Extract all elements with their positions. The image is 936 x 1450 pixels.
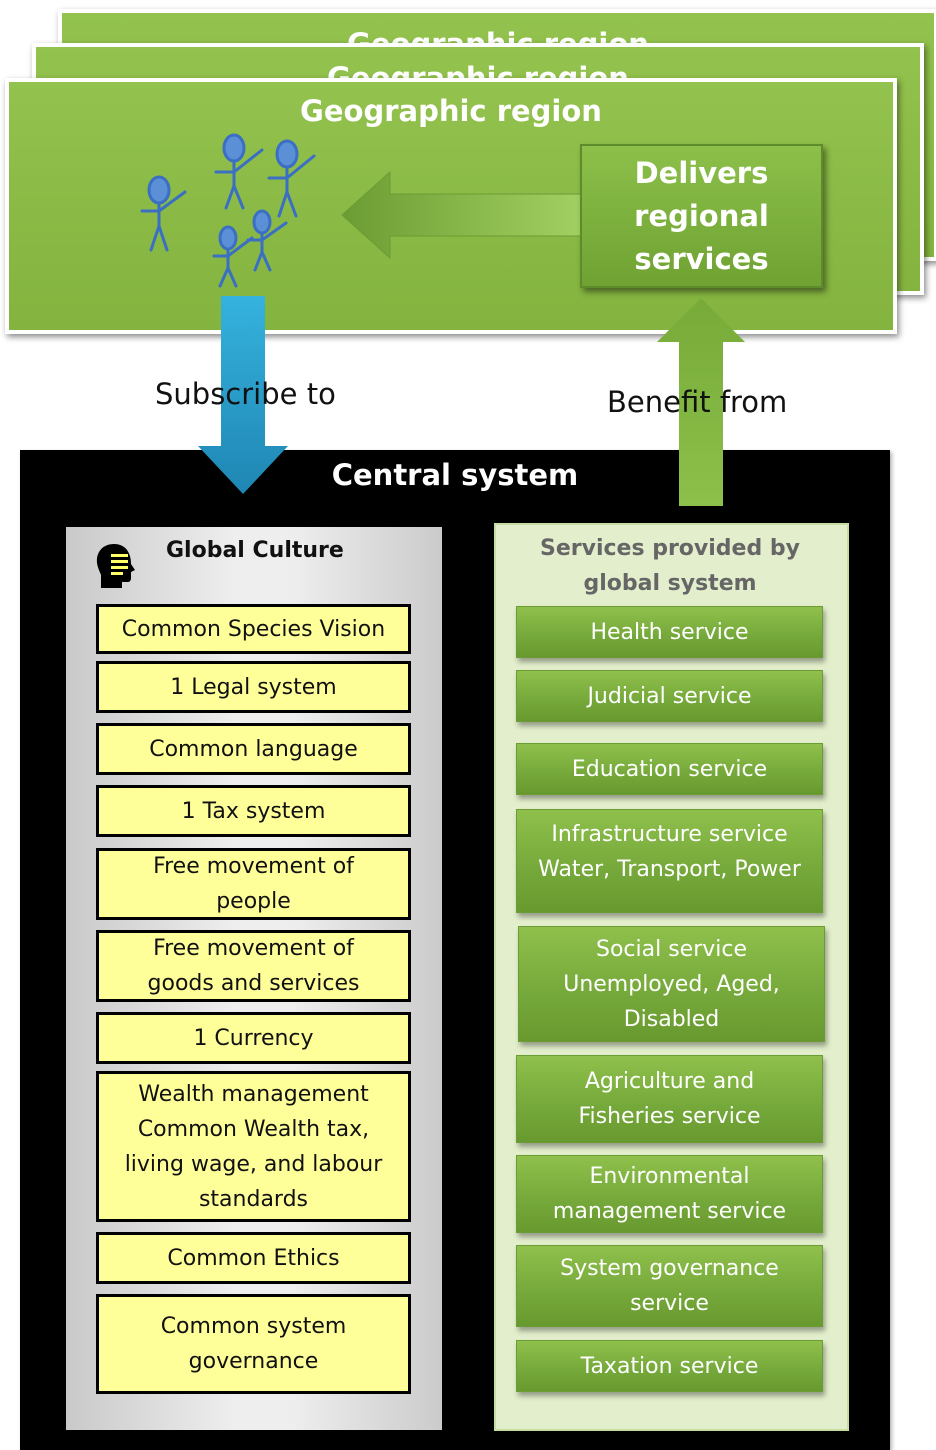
benefit-arrow-icon: [657, 298, 745, 506]
culture-item-common-ethics: Common Ethics: [96, 1232, 411, 1284]
service-judicial: Judicial service: [516, 670, 823, 722]
service-environmental: Environmental management service: [516, 1155, 823, 1233]
service-social: Social service Unemployed, Aged, Disable…: [518, 926, 825, 1042]
service-health: Health service: [516, 606, 823, 658]
culture-item-common-language: Common language: [96, 723, 411, 775]
culture-item-free-movement-goods: Free movement of goods and services: [96, 930, 411, 1002]
left-arrow-icon: [341, 170, 597, 260]
culture-item-currency: 1 Currency: [96, 1012, 411, 1064]
region-title: Geographic region: [300, 94, 602, 128]
head-icon: [96, 544, 135, 588]
global-culture-title: Global Culture: [166, 538, 344, 563]
benefit-label: Benefit from: [607, 385, 788, 419]
culture-item-legal-system: 1 Legal system: [96, 661, 411, 713]
people-icon: [140, 133, 316, 288]
culture-item-common-species-vision: Common Species Vision: [96, 604, 411, 654]
service-system-governance: System governance service: [516, 1245, 823, 1327]
culture-item-tax-system: 1 Tax system: [96, 785, 411, 837]
service-taxation: Taxation service: [516, 1340, 823, 1392]
services-title: Services provided by global system: [540, 536, 800, 596]
delivers-label: Delivers regional services: [634, 155, 769, 276]
service-agriculture: Agriculture and Fisheries service: [516, 1055, 823, 1143]
culture-item-free-movement-people: Free movement of people: [96, 848, 411, 920]
central-system-title: Central system: [331, 458, 579, 492]
service-infrastructure: Infrastructure service Water, Transport,…: [516, 809, 823, 913]
subscribe-arrow-icon: [198, 296, 288, 494]
subscribe-label: Subscribe to: [155, 377, 336, 411]
culture-item-wealth-management: Wealth management Common Wealth tax, liv…: [96, 1071, 411, 1222]
service-education: Education service: [516, 743, 823, 795]
culture-item-common-system-governance: Common system governance: [96, 1294, 411, 1394]
delivers-regional-services-box: Delivers regional services: [580, 144, 823, 288]
